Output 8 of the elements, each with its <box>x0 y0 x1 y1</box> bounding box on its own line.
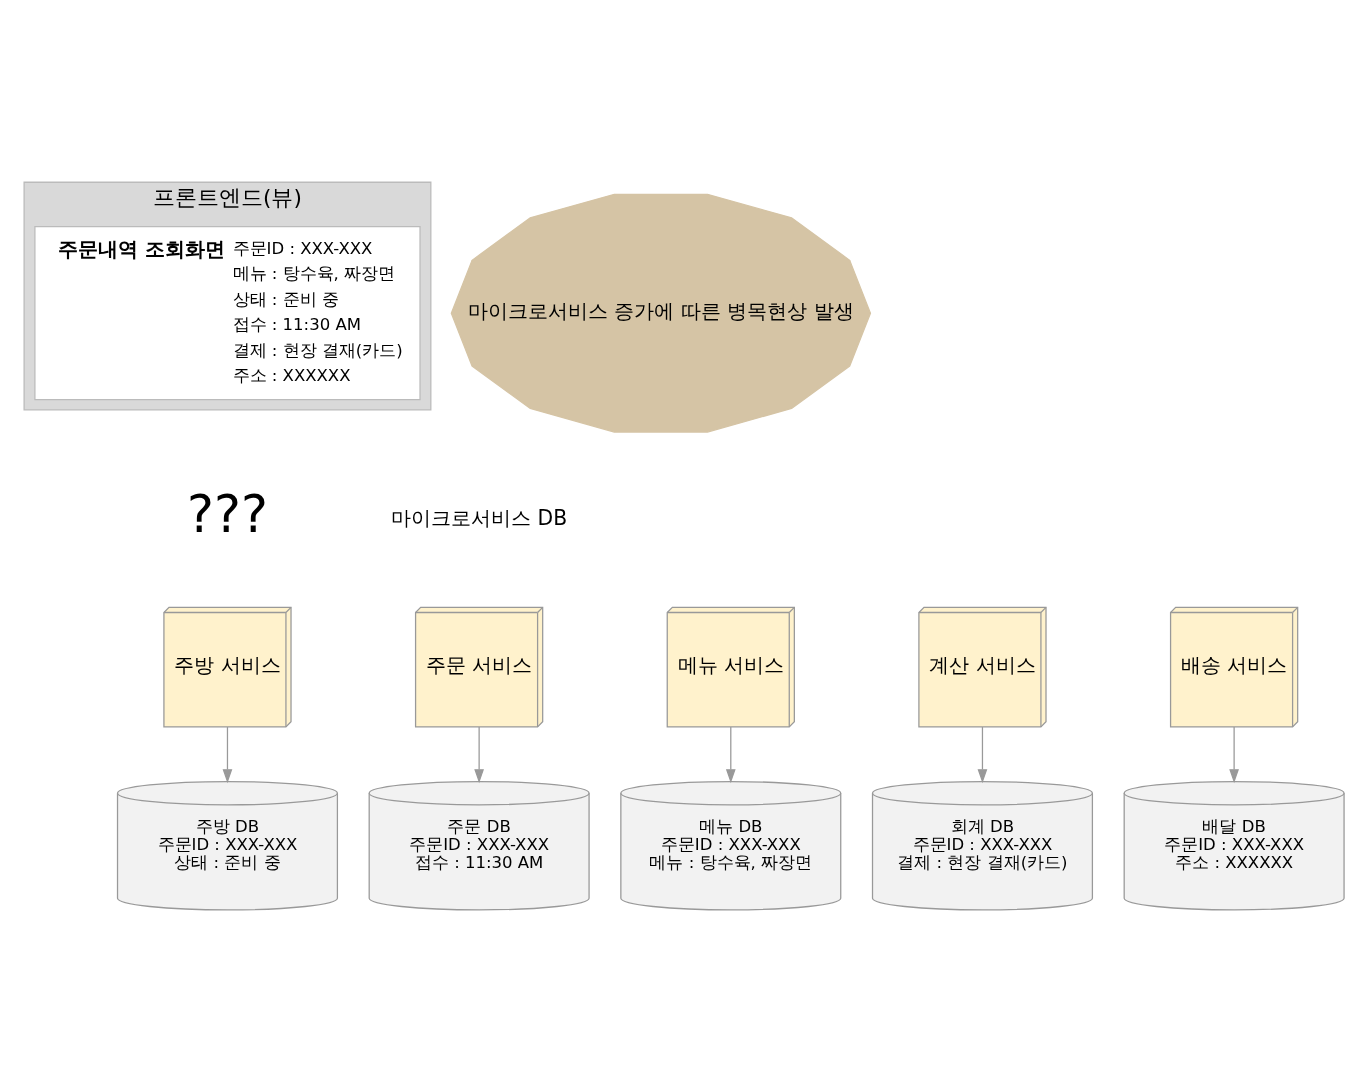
arrow <box>222 725 233 783</box>
node-box: 주문내역 조회화면 주문ID : XXX-XXX 메뉴 : 탕수육, 짜장면 상태 : 준비 중 접수 : 11:30 AM 결제 : 현장 결재(카드) 주소 : XXXXXX <box>34 225 421 400</box>
arrow <box>474 725 485 783</box>
arrow <box>1229 725 1240 783</box>
arrow <box>725 725 736 783</box>
label: 마이크로서비스 DB <box>391 505 568 530</box>
label: ??? <box>187 484 268 544</box>
arrow <box>977 725 988 783</box>
